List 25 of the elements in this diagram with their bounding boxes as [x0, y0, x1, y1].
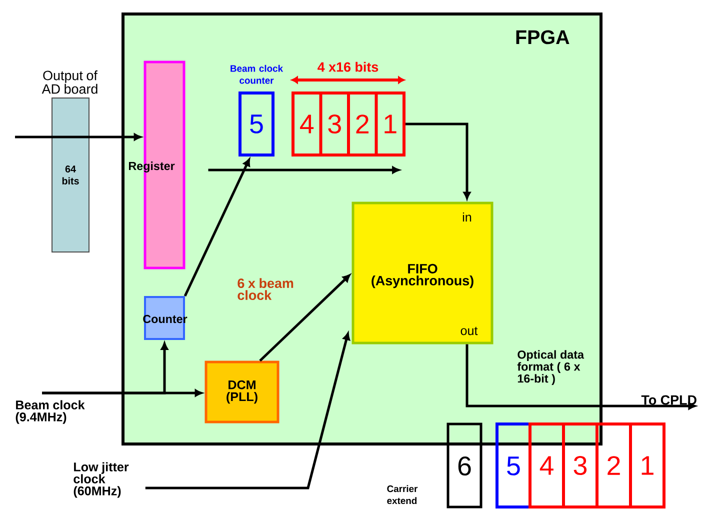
counter-word-box: 5 Beam clock counter	[230, 64, 284, 156]
note-text: 4 x16 bits	[318, 62, 378, 72]
caption-text: Output of AD board	[42, 70, 98, 94]
counter-word-box: 5	[496, 422, 532, 508]
edge-label: 6 x beam clock	[238, 278, 294, 300]
arrow	[145, 332, 350, 490]
data-word-block: 4 3 2 1	[292, 92, 406, 156]
arrow	[15, 133, 142, 141]
dcm-box: DCM (PLL)	[204, 360, 280, 424]
arrow	[208, 166, 400, 174]
counter-box: Counter	[143, 296, 188, 340]
arrow	[42, 342, 168, 394]
fifo-box: in FIFO (Asynchronous) out	[352, 202, 494, 344]
note-text: Optical data format ( 6 x 16-bit )	[517, 350, 584, 385]
arrow	[259, 274, 350, 362]
signal-label: Low jitter clock (60MHz)	[74, 462, 129, 498]
signal-label: Beam clock (9.4MHz)	[16, 400, 85, 424]
arrow	[184, 158, 250, 297]
ad-board-bar: 64 bits	[52, 98, 90, 252]
node-label: Carrier extend	[387, 485, 418, 504]
signal-label: To CPLD	[641, 395, 696, 405]
node-label: Beam clock counter	[230, 64, 284, 84]
data-word-block: 4 3 2 1	[528, 422, 666, 508]
arrow	[406, 122, 471, 200]
arrow	[466, 344, 696, 410]
